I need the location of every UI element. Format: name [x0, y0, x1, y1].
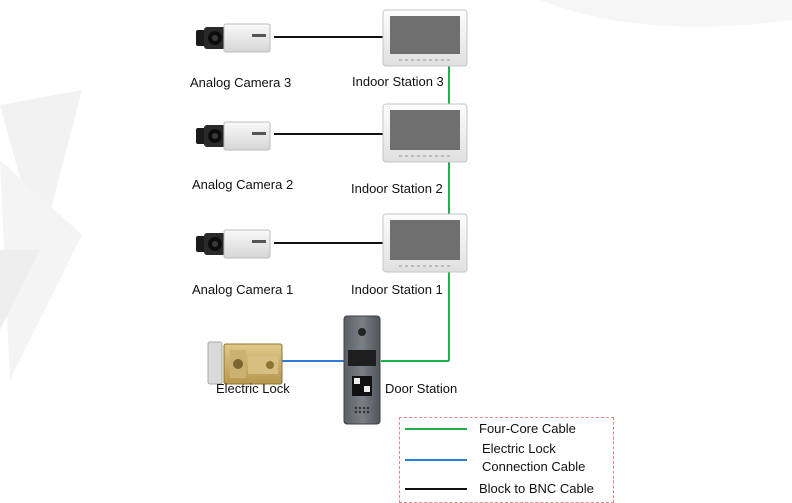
legend-four-core-label: Four-Core Cable	[479, 421, 576, 436]
analog-camera-3-icon	[196, 23, 271, 53]
indoor-station-2-icon	[382, 103, 468, 163]
door-station-icon	[343, 315, 381, 425]
indoor-station-3-icon	[382, 9, 468, 67]
analog-camera-3-label: Analog Camera 3	[190, 75, 292, 90]
four-core-cable	[381, 66, 450, 362]
indoor-station-3-label: Indoor Station 3	[352, 74, 444, 89]
analog-camera-1-label: Analog Camera 1	[192, 282, 294, 297]
indoor-station-1-label: Indoor Station 1	[351, 282, 443, 297]
indoor-station-1-icon	[382, 213, 468, 273]
legend: Four-Core Cable Electric Lock Connection…	[399, 417, 614, 503]
bnc-cables	[274, 36, 384, 244]
background-decoration	[0, 90, 82, 380]
analog-camera-2-icon	[196, 121, 271, 151]
analog-camera-1-icon	[196, 229, 271, 259]
indoor-station-2-label: Indoor Station 2	[351, 181, 443, 196]
four-core-cable-swatch	[405, 428, 467, 430]
electric-lock-label: Electric Lock	[216, 381, 290, 396]
legend-electric-lock-label-line2: Connection Cable	[482, 459, 586, 474]
analog-camera-2-label: Analog Camera 2	[192, 177, 294, 192]
door-station-label: Door Station	[385, 381, 458, 396]
legend-electric-lock-label-line1: Electric Lock	[482, 441, 556, 456]
legend-bnc-label: Block to BNC Cable	[479, 481, 594, 496]
electric-lock-icon	[207, 341, 283, 385]
bnc-cable-swatch	[405, 488, 467, 490]
electric-lock-cable-swatch	[405, 459, 467, 461]
